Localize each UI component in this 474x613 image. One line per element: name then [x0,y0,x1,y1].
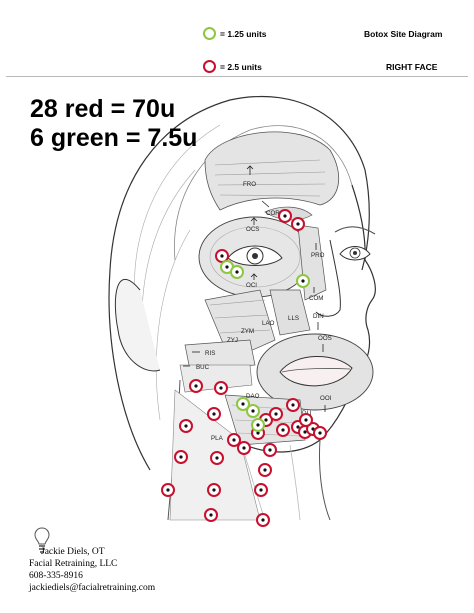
ear-shape [114,278,161,372]
footer-phone: 608-335-8916 [29,571,83,581]
label-zyj: ZYJ [227,337,238,344]
footer-company: Facial Retraining, LLC [29,559,118,569]
label-ooi: OOI [320,395,332,402]
label-lls: LLS [288,315,299,322]
label-cor: COR [266,210,280,217]
nose-outline [315,239,341,317]
face-profile [244,184,376,453]
red-injection-sites [161,209,327,527]
label-com: COM [309,295,323,302]
muscle-arrows [183,165,326,412]
label-dao: DAO [246,393,260,400]
green-legend-label: = 1.25 units [220,29,267,39]
label-fro: FRO [243,181,256,188]
label-lao: LAO [262,320,275,327]
label-zym: ZYM [241,328,254,335]
red-total-text: 28 red = 70u [30,95,176,123]
green-legend-swatch [203,27,216,40]
risorius-muscle [184,339,256,371]
label-din: DIN [313,313,324,320]
footer-name: Jackie Diels, OT [41,547,105,557]
hair-outline [108,95,370,471]
footer-contact: Jackie Diels, OT Facial Retraining, LLC … [29,546,155,594]
red-legend-swatch [203,60,216,73]
green-injection-sites [220,260,310,432]
diagram-title: Botox Site Diagram [364,29,443,39]
diagram-subtitle: RIGHT FACE [386,62,438,72]
levator-muscles [269,289,311,336]
label-oci: OCI [246,282,257,289]
lips [279,356,353,387]
label-oos: OOS [318,335,332,342]
footer-email: jackiediels@facialretraining.com [29,583,156,593]
nasalis-muscle [297,224,327,301]
zygomaticus-muscle [204,289,276,361]
lightbulb-logo-icon [34,527,50,553]
label-buc: BUC [196,364,210,371]
header-divider [6,76,468,77]
red-legend-label: = 2.5 units [220,62,262,72]
left-brow [334,226,376,235]
frontalis-muscle [204,131,339,211]
green-total-text: 6 green = 7.5u [30,124,198,152]
hair-inner [174,125,353,261]
label-ris: RIS [205,350,215,357]
label-pla: PLA [211,435,224,442]
label-pro: PRO [311,252,325,259]
label-ocs: OCS [246,226,259,233]
